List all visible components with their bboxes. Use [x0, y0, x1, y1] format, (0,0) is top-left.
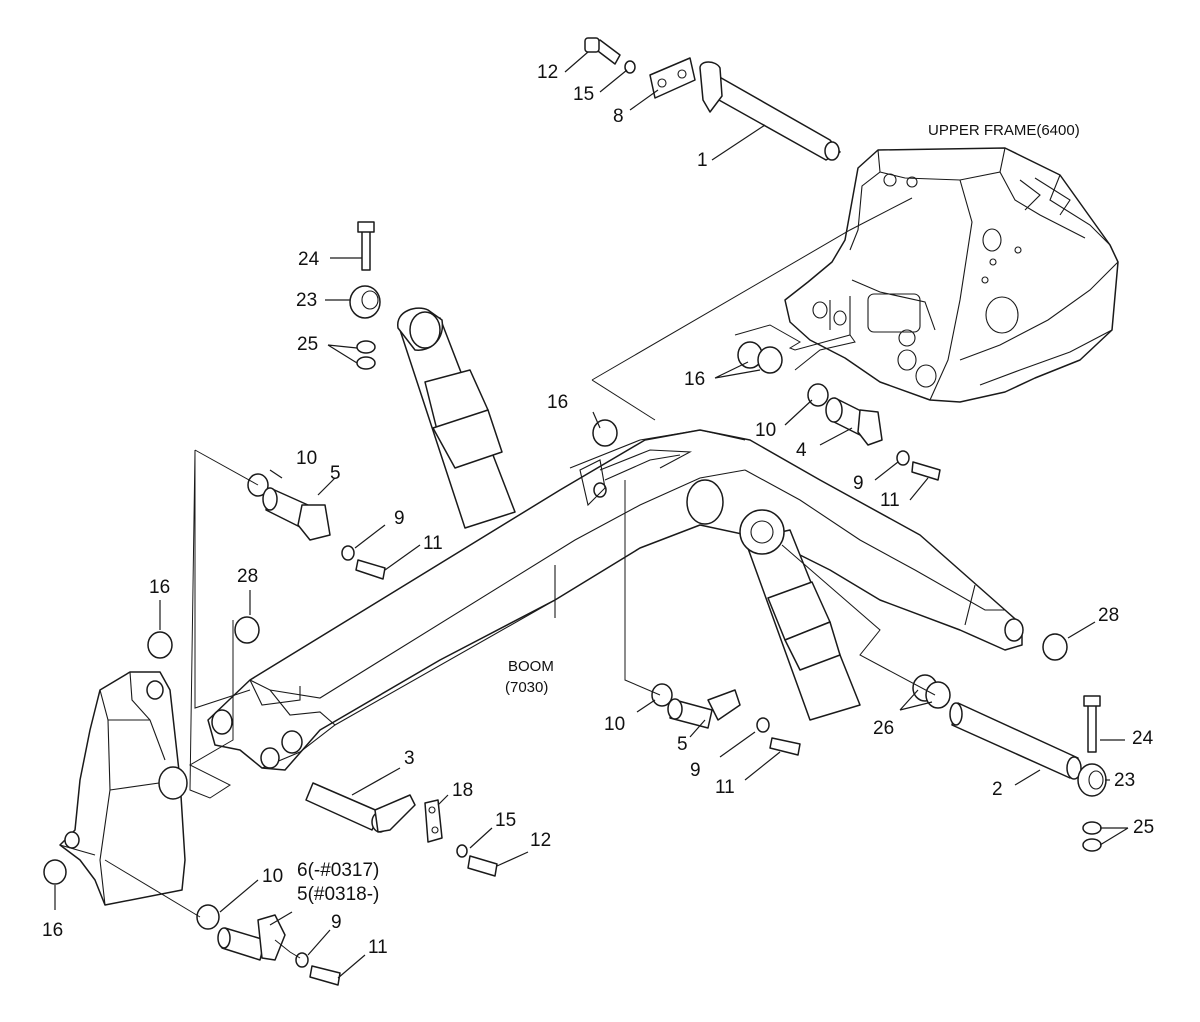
plate-8	[649, 57, 696, 99]
assembly-lines	[104, 197, 936, 959]
pin-5-left	[262, 487, 331, 541]
spacer-23-right	[1077, 763, 1107, 797]
washer-16-mid	[592, 419, 618, 447]
callout-12-top: 12	[537, 62, 558, 83]
spacer-23-left	[349, 285, 381, 319]
callout-15-top: 15	[573, 84, 594, 105]
washer-9-left	[341, 545, 355, 561]
bolt-11-center	[769, 737, 801, 756]
washer-28-left	[234, 616, 260, 644]
nut-25-right	[1082, 821, 1102, 852]
callout-8: 8	[613, 106, 624, 127]
callout-25-right: 25	[1133, 817, 1154, 838]
callout-25-left: 25	[297, 334, 318, 355]
boom-cylinder-right	[739, 509, 861, 721]
pin-2	[949, 702, 1082, 780]
callout-28-left: 28	[237, 566, 258, 587]
callout-1: 1	[697, 150, 708, 171]
washer-16-bottom	[43, 859, 67, 885]
callout-11-bottom: 11	[368, 937, 388, 958]
callout-9-frame: 9	[853, 473, 864, 494]
region-labels: UPPER FRAME(6400) BOOM (7030)	[505, 122, 1080, 696]
arm-bracket	[59, 671, 188, 906]
callout-10-bottom: 10	[262, 866, 283, 887]
callout-10-frame: 10	[755, 420, 776, 441]
callout-11-frame: 11	[880, 490, 900, 511]
callout-11-left: 11	[423, 533, 443, 554]
bolt-11-frame	[911, 461, 941, 481]
callout-3: 3	[404, 748, 415, 769]
washer-16-left	[147, 631, 173, 659]
callout-10-left: 10	[296, 448, 317, 469]
callout-28-right: 28	[1098, 605, 1119, 626]
callout-9-center: 9	[690, 760, 701, 781]
washers-16-frame	[737, 341, 783, 374]
callout-6-note: 6(-#0317)	[297, 860, 379, 881]
washer-15-top	[624, 60, 636, 74]
bolt-24-right	[1083, 695, 1101, 753]
callout-15-bottom: 15	[495, 810, 516, 831]
callout-4: 4	[796, 440, 807, 461]
callout-23-left: 23	[296, 290, 317, 311]
callout-11-center: 11	[715, 777, 735, 798]
washer-9-bottom	[295, 952, 309, 968]
callout-9-left: 9	[394, 508, 405, 529]
callout-12-bottom: 12	[530, 830, 551, 851]
washer-28-right	[1042, 633, 1068, 661]
shim-10-center	[651, 683, 673, 707]
callout-16-mid: 16	[547, 392, 568, 413]
callout-24-left: 24	[298, 249, 320, 270]
bolt-12-bottom	[467, 855, 498, 877]
pin-3	[305, 782, 416, 833]
shim-10-bottom	[196, 904, 220, 930]
leader-lines	[54, 51, 1129, 979]
washer-9-frame	[896, 450, 910, 466]
callout-9-bottom: 9	[331, 912, 342, 933]
callout-10-center: 10	[604, 714, 625, 735]
callout-labels: 12 15 8 1 24 23 25 16 10 4 9 11 16 10 5 …	[42, 62, 1154, 958]
callout-26: 26	[873, 718, 894, 739]
boom-cylinder-left	[397, 307, 516, 529]
callout-23-right: 23	[1114, 770, 1135, 791]
callout-5-center: 5	[677, 734, 688, 755]
bolt-24-left	[357, 221, 375, 271]
washers-26	[912, 674, 951, 709]
pin-1	[699, 61, 841, 161]
bolt-11-bottom	[309, 965, 341, 986]
callout-5-note: 5(#0318-)	[297, 884, 379, 905]
washer-15-bottom	[456, 844, 468, 858]
callout-16-bottom: 16	[42, 920, 63, 941]
nut-25-left	[356, 340, 376, 370]
callout-24-right: 24	[1132, 728, 1154, 749]
bolt-11-left	[355, 559, 386, 580]
plate-18	[424, 799, 443, 843]
boom-label: BOOM	[508, 658, 554, 675]
upper-frame	[784, 147, 1119, 403]
callout-16-left: 16	[149, 577, 170, 598]
boom-code-label: (7030)	[505, 679, 548, 696]
washer-9-center	[756, 717, 770, 733]
callout-16-frame: 16	[684, 369, 705, 390]
callout-18: 18	[452, 780, 473, 801]
upper-frame-label: UPPER FRAME(6400)	[928, 122, 1080, 139]
callout-5-left: 5	[330, 463, 341, 484]
pin-4	[825, 397, 883, 446]
pin-6-5-bottom	[217, 914, 286, 961]
bolt-12-top	[584, 37, 621, 65]
pin-5-center	[667, 689, 741, 729]
callout-2: 2	[992, 779, 1003, 800]
shim-10-frame	[807, 383, 829, 407]
boom	[207, 429, 1024, 771]
